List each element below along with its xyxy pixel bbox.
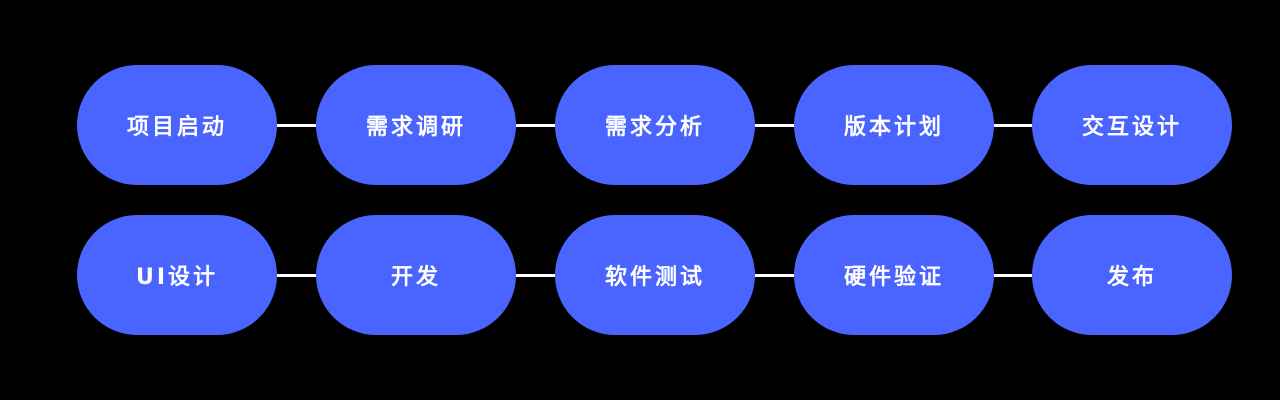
step-node-release: 发布 bbox=[1032, 215, 1232, 335]
process-row-1: 项目启动 需求调研 需求分析 版本计划 交互设计 bbox=[77, 65, 1232, 185]
step-node-project-kickoff: 项目启动 bbox=[77, 65, 277, 185]
step-node-requirements-analysis: 需求分析 bbox=[555, 65, 755, 185]
process-row-2: UI设计 开发 软件测试 硬件验证 发布 bbox=[77, 215, 1232, 335]
connector-line bbox=[277, 124, 316, 127]
step-node-development: 开发 bbox=[316, 215, 516, 335]
connector-line bbox=[755, 274, 794, 277]
step-label: 开发 bbox=[390, 265, 441, 290]
step-node-release-plan: 版本计划 bbox=[794, 65, 994, 185]
step-label: 硬件验证 bbox=[843, 265, 944, 290]
connector-line bbox=[516, 124, 555, 127]
step-label: UI设计 bbox=[135, 265, 219, 290]
step-label: 项目启动 bbox=[126, 115, 227, 140]
step-node-interaction-design: 交互设计 bbox=[1032, 65, 1232, 185]
step-label: 需求分析 bbox=[604, 115, 705, 140]
step-label: 发布 bbox=[1106, 265, 1157, 290]
step-node-software-testing: 软件测试 bbox=[555, 215, 755, 335]
connector-line bbox=[994, 274, 1032, 277]
step-node-requirements-research: 需求调研 bbox=[316, 65, 516, 185]
step-label: 软件测试 bbox=[604, 265, 705, 290]
step-node-hardware-verification: 硬件验证 bbox=[794, 215, 994, 335]
connector-line bbox=[516, 274, 555, 277]
step-label: 交互设计 bbox=[1081, 115, 1182, 140]
connector-line bbox=[755, 124, 794, 127]
step-label: 版本计划 bbox=[843, 115, 944, 140]
step-label: 需求调研 bbox=[365, 115, 466, 140]
connector-line bbox=[277, 274, 316, 277]
step-node-ui-design: UI设计 bbox=[77, 215, 277, 335]
connector-line bbox=[994, 124, 1032, 127]
